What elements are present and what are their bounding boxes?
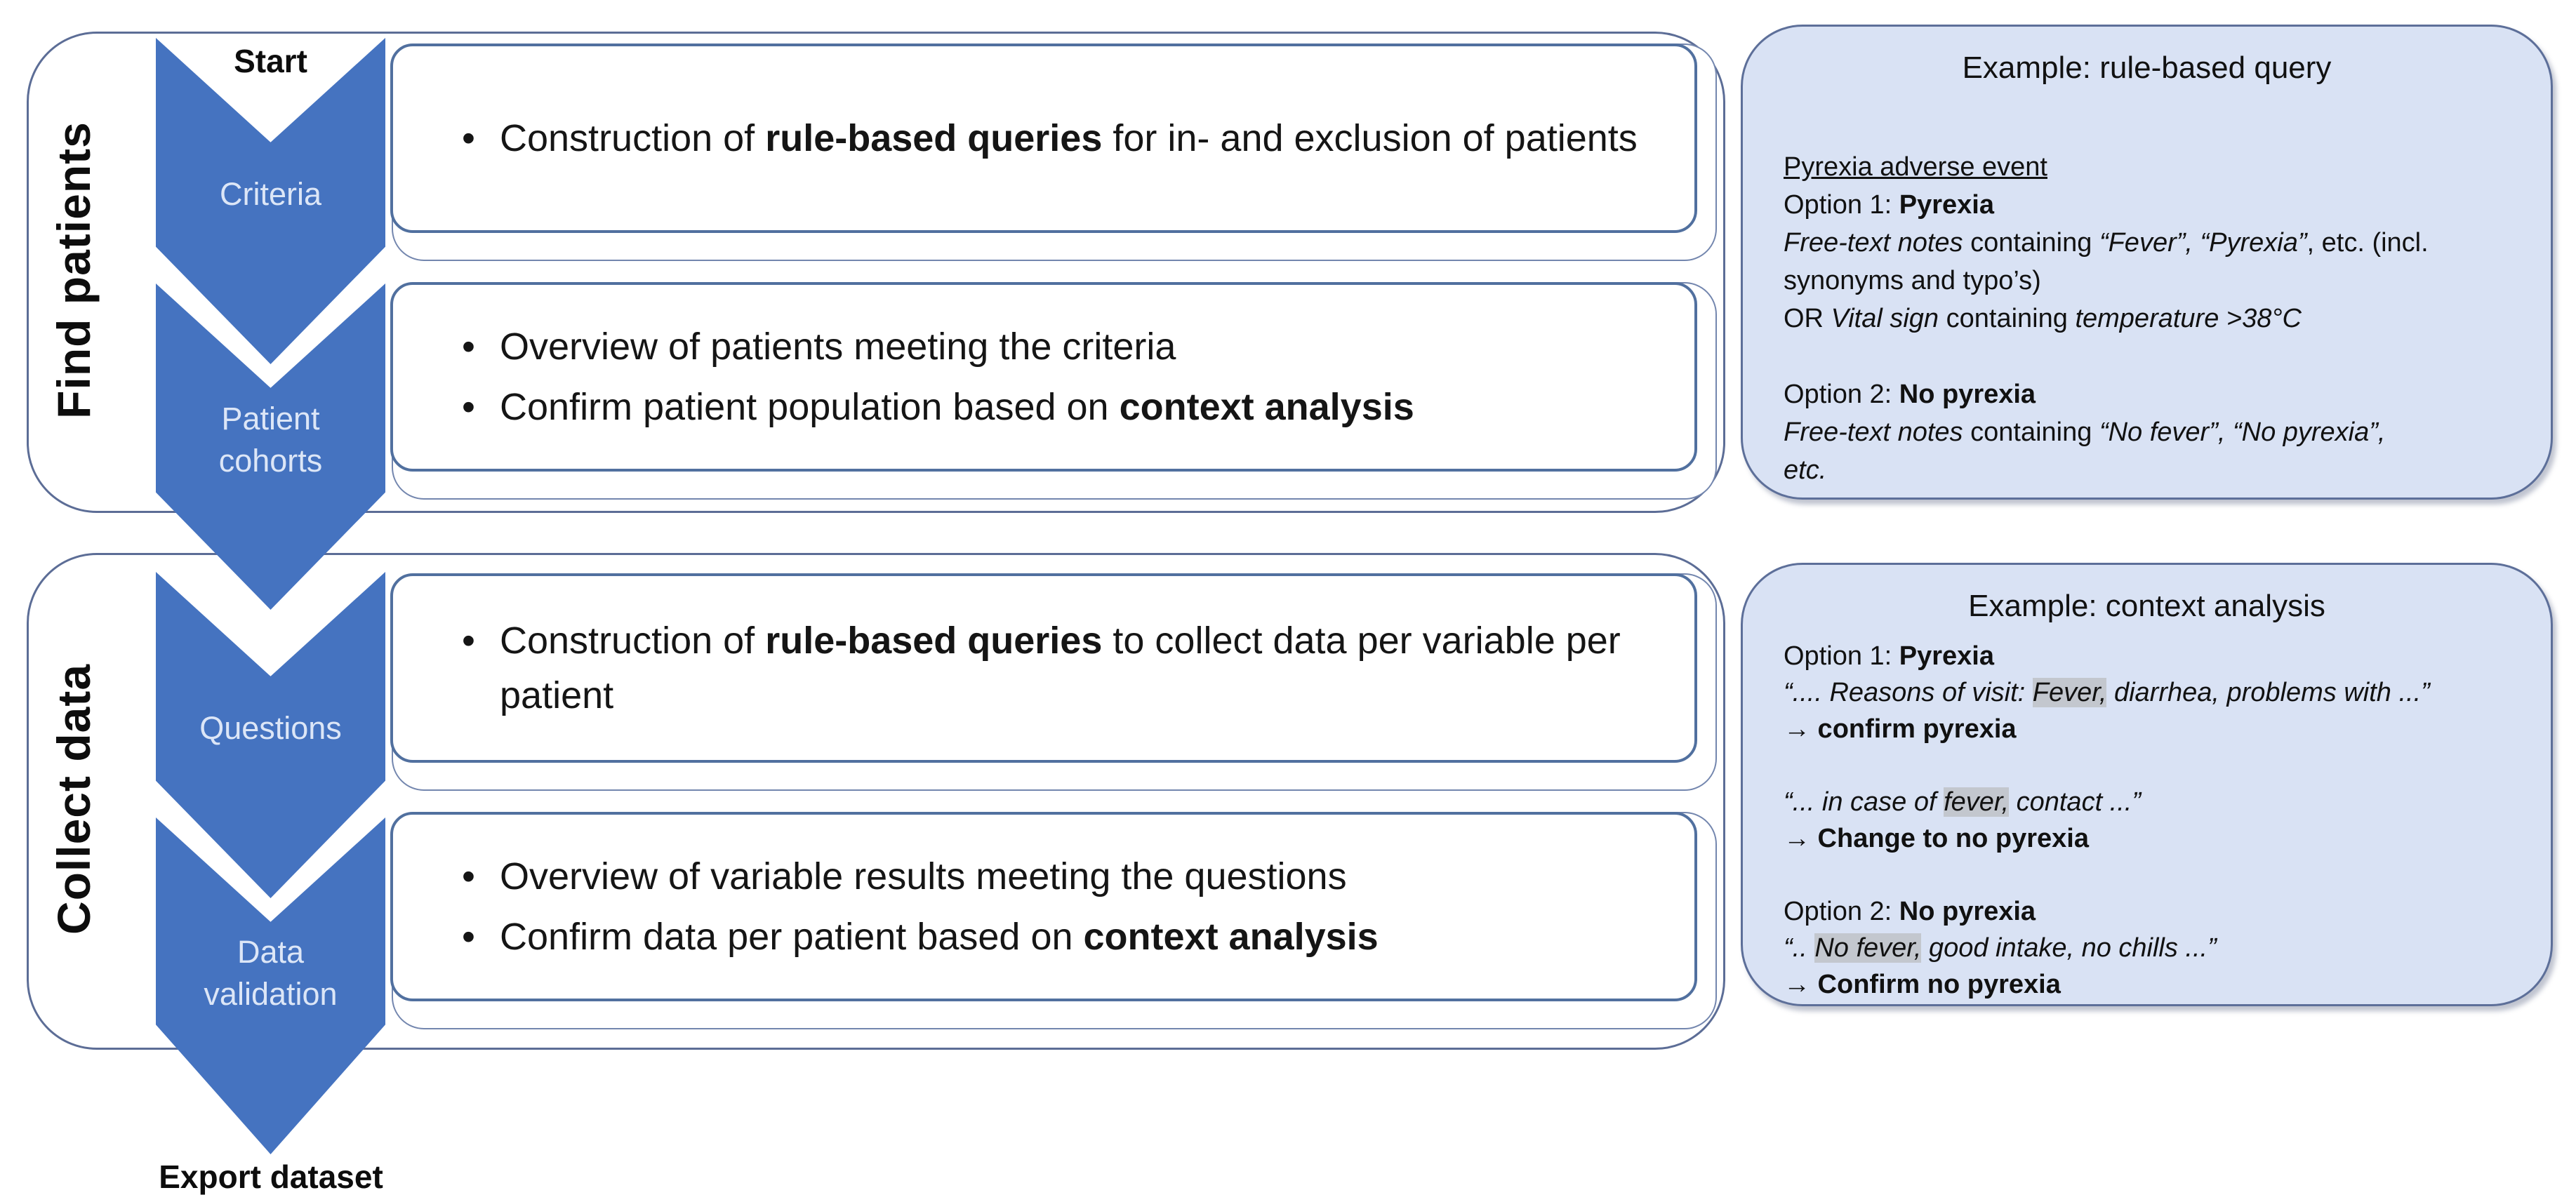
example-body: Option 1: Pyrexia “.... Reasons of visit… [1784, 638, 2525, 1003]
example-line: Pyrexia adverse event [1784, 152, 2047, 182]
example-line: → Change to no pyrexia [1784, 824, 2089, 853]
example-line: “.. No fever, good intake, no chills ...… [1784, 933, 2217, 963]
chevron-label-data-validation: Data validation [204, 933, 338, 1012]
example-box-rule-based-query: Example: rule-based query Pyrexia advers… [1741, 25, 2553, 500]
chevron-label-criteria: Criteria [219, 176, 322, 213]
example-line: → confirm pyrexia [1784, 714, 2017, 744]
example-line: etc. [1784, 455, 1827, 485]
example-line: synonyms and typo’s) [1784, 266, 2041, 295]
example-line: OR Vital sign containing temperature >38… [1784, 304, 2302, 333]
example-line [1784, 338, 2525, 375]
group-label-find-patients: Find patients [48, 121, 100, 419]
bullet-item: Overview of variable results meeting the… [460, 849, 1666, 904]
example-line [1784, 747, 2525, 784]
example-line: “... in case of fever, contact ...” [1784, 787, 2142, 817]
example-line: Option 2: No pyrexia [1784, 380, 2036, 409]
bullet-item: Construction of rule-based queries to co… [460, 613, 1666, 723]
bullet-item: Confirm data per patient based on contex… [460, 909, 1666, 964]
example-line: Option 1: Pyrexia [1784, 190, 1994, 220]
export-dataset-label: Export dataset [159, 1159, 383, 1195]
example-line: Option 1: Pyrexia [1784, 641, 1994, 671]
chevron-label-questions: Questions [199, 710, 342, 747]
example-title: Example: rule-based query [1962, 51, 2332, 85]
group-label-collect-data: Collect data [48, 663, 100, 935]
start-label: Start [234, 43, 307, 79]
bullet-box-criteria: Construction of rule-based queries for i… [390, 44, 1697, 233]
example-line: “.... Reasons of visit: Fever, diarrhea,… [1784, 678, 2430, 707]
example-line: Free-text notes containing “Fever”, “Pyr… [1784, 228, 2429, 258]
bullet-item: Overview of patients meeting the criteri… [460, 319, 1666, 374]
bullet-item: Construction of rule-based queries for i… [460, 111, 1666, 166]
bullet-item: Confirm patient population based on cont… [460, 380, 1666, 434]
chevron-label-patient-cohorts: Patient cohorts [218, 401, 323, 479]
example-body: Pyrexia adverse event Option 1: Pyrexia … [1784, 148, 2525, 489]
bullet-box-patient-cohorts: Overview of patients meeting the criteri… [390, 282, 1697, 472]
example-title: Example: context analysis [1968, 589, 2325, 623]
example-line [1784, 857, 2525, 893]
bullet-box-questions: Construction of rule-based queries to co… [390, 573, 1697, 763]
example-line: Free-text notes containing “No fever”, “… [1784, 418, 2386, 447]
example-box-context-analysis: Example: context analysis Option 1: Pyre… [1741, 563, 2553, 1006]
example-line: → Confirm no pyrexia [1784, 970, 2061, 999]
example-line: Option 2: No pyrexia [1784, 897, 2036, 926]
bullet-box-data-validation: Overview of variable results meeting the… [390, 812, 1697, 1001]
